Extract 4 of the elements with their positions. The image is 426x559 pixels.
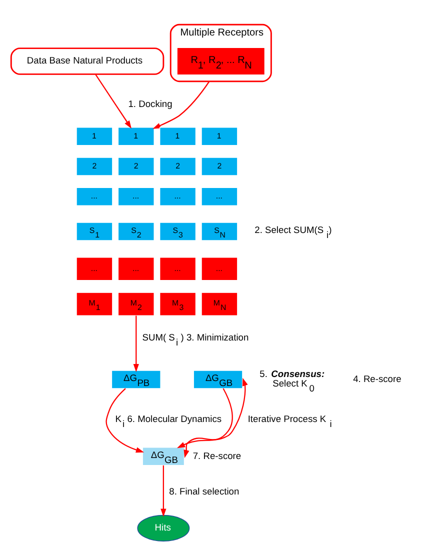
- edge-label: 1. Docking: [128, 98, 172, 108]
- edge-label: 8. Final selection: [169, 486, 240, 496]
- node-label: 7. Re-score: [192, 450, 242, 460]
- label: 4. Re-score: [353, 373, 402, 384]
